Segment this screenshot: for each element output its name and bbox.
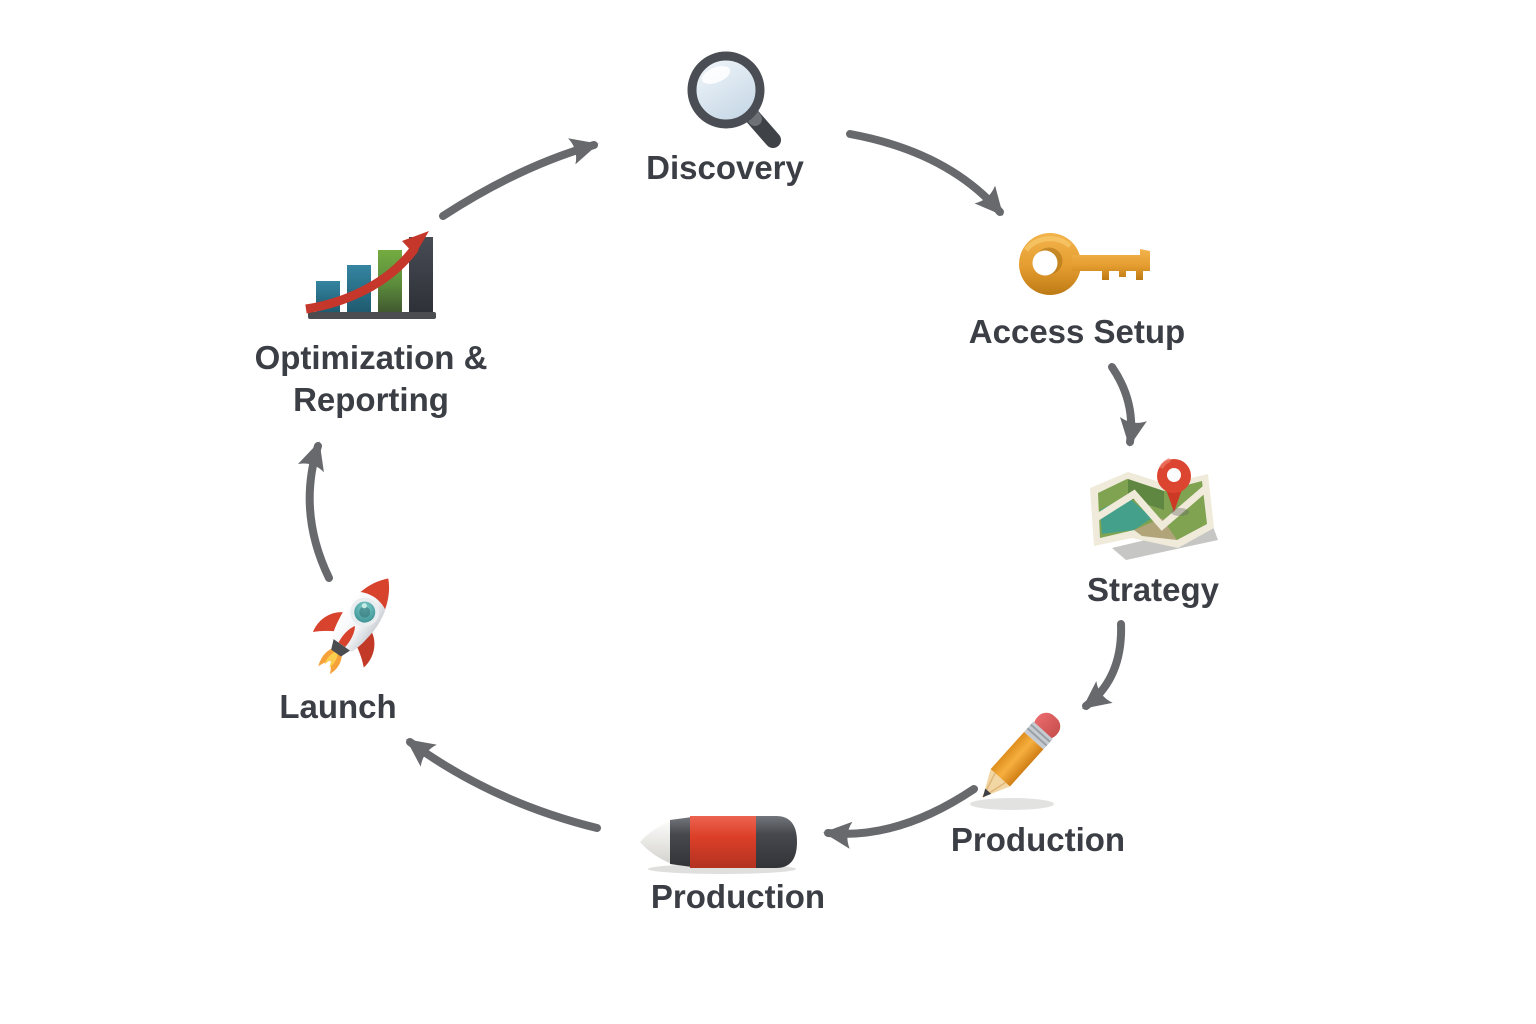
- map-icon: [1082, 448, 1224, 564]
- arrow-access-setup-to-strategy: [1108, 363, 1147, 447]
- arrow-production-to-launch: [406, 738, 601, 832]
- step-label-production-right: Production: [950, 821, 1126, 858]
- arrow-discovery-to-access-setup: [846, 130, 1004, 216]
- step-label-discovery: Discovery: [646, 149, 804, 186]
- magnifier-icon: [676, 44, 788, 156]
- key-icon: [1012, 222, 1152, 307]
- step-label-strategy: Strategy: [1086, 571, 1220, 608]
- arrow-launch-to-optimization: [298, 441, 333, 582]
- pencil-icon: [960, 698, 1078, 816]
- step-label-access-setup: Access Setup: [968, 313, 1186, 350]
- step-label-optimization-reporting: Optimization & Reporting: [254, 339, 488, 418]
- arrow-strategy-to-production: [1082, 620, 1126, 710]
- step-label-production-bottom: Production: [650, 878, 826, 915]
- bar-chart-icon: [302, 224, 442, 324]
- rocket-icon: [300, 564, 410, 684]
- step-label-launch: Launch: [279, 688, 397, 725]
- arrow-optimization-to-discovery: [439, 138, 599, 220]
- arrow-production-to-production: [823, 785, 978, 849]
- marker-icon: [630, 806, 810, 878]
